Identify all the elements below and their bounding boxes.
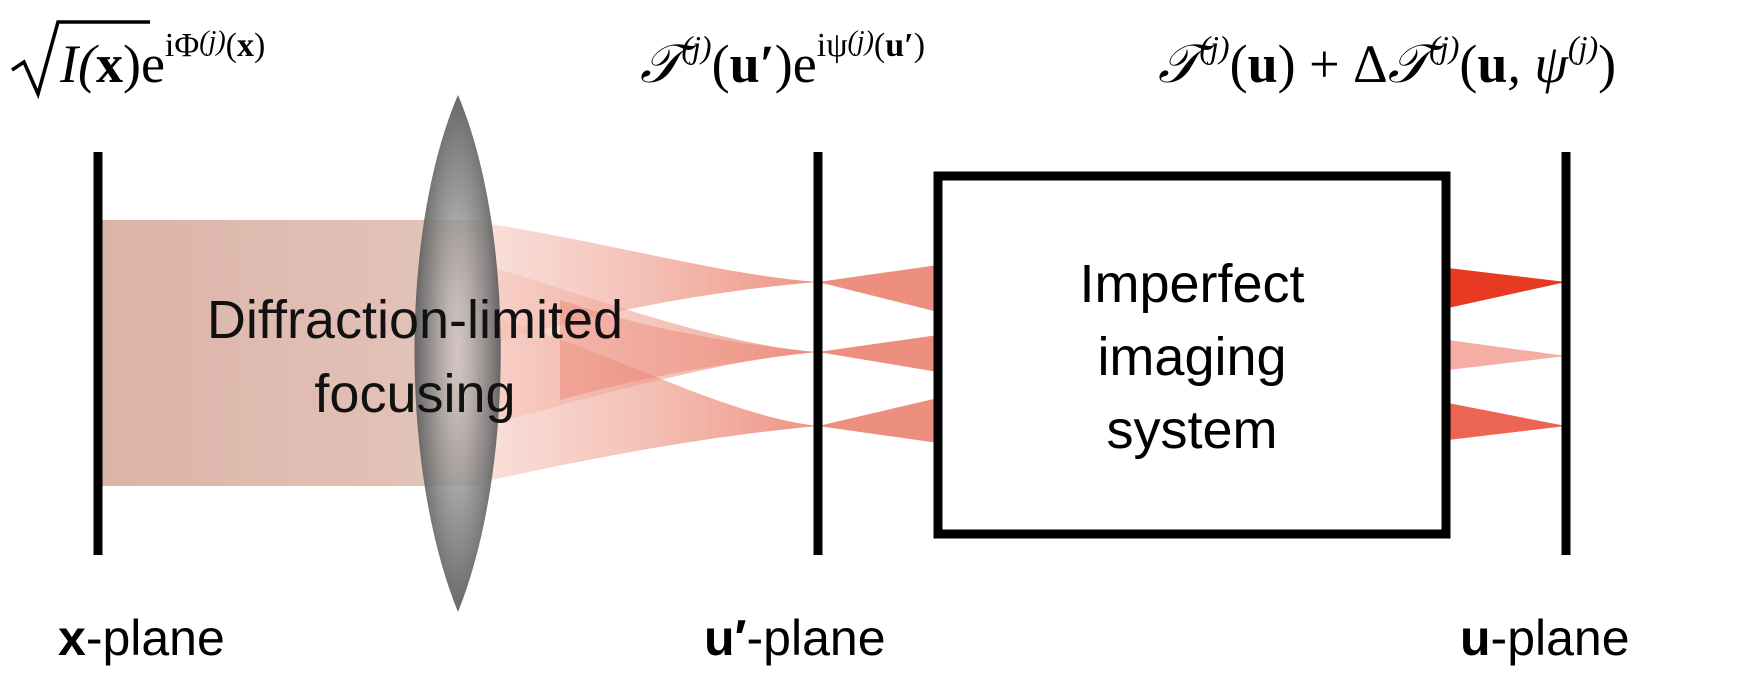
lens [414,95,501,612]
u-plane-field-formula: 𝒯(j)(u) + Δ𝒯(j)(u, ψ(j)) [1158,29,1616,94]
output-spot-middle [1448,340,1566,370]
x-plane-field-formula: I(x)eiΦ(j)(x) [11,20,265,100]
imaging-box-line2: imaging [1097,327,1286,387]
focused-beams [465,220,818,486]
u-prime-plane-field-formula: 𝒯(j)(u′)eiψ(j)(u′) [640,26,925,94]
u-plane-label: u-plane [1460,610,1630,666]
imaging-box-line1: Imperfect [1079,254,1304,314]
u-prime-plane-label: u′-plane [704,610,886,666]
focusing-label-line2: focusing [314,364,515,424]
focusing-label-line1: Diffraction-limited [207,290,623,350]
sqrt-sign [11,20,150,100]
svg-text:𝒯(j)(u′)eiψ(j)(u′): 𝒯(j)(u′)eiψ(j)(u′) [640,26,925,94]
imaging-box-line3: system [1106,400,1277,460]
output-spot-top [1448,268,1566,308]
svg-text:I(x)eiΦ(j)(x): I(x)eiΦ(j)(x) [59,26,265,94]
output-spot-bottom [1448,403,1566,440]
diverging-beams [818,265,938,443]
x-plane-label: x-plane [58,610,225,666]
svg-text:𝒯(j)(u) + Δ𝒯(j)(u, ψ(j)): 𝒯(j)(u) + Δ𝒯(j)(u, ψ(j)) [1158,29,1616,94]
imaging-system-box [933,171,1451,539]
output-spots [1448,268,1566,440]
